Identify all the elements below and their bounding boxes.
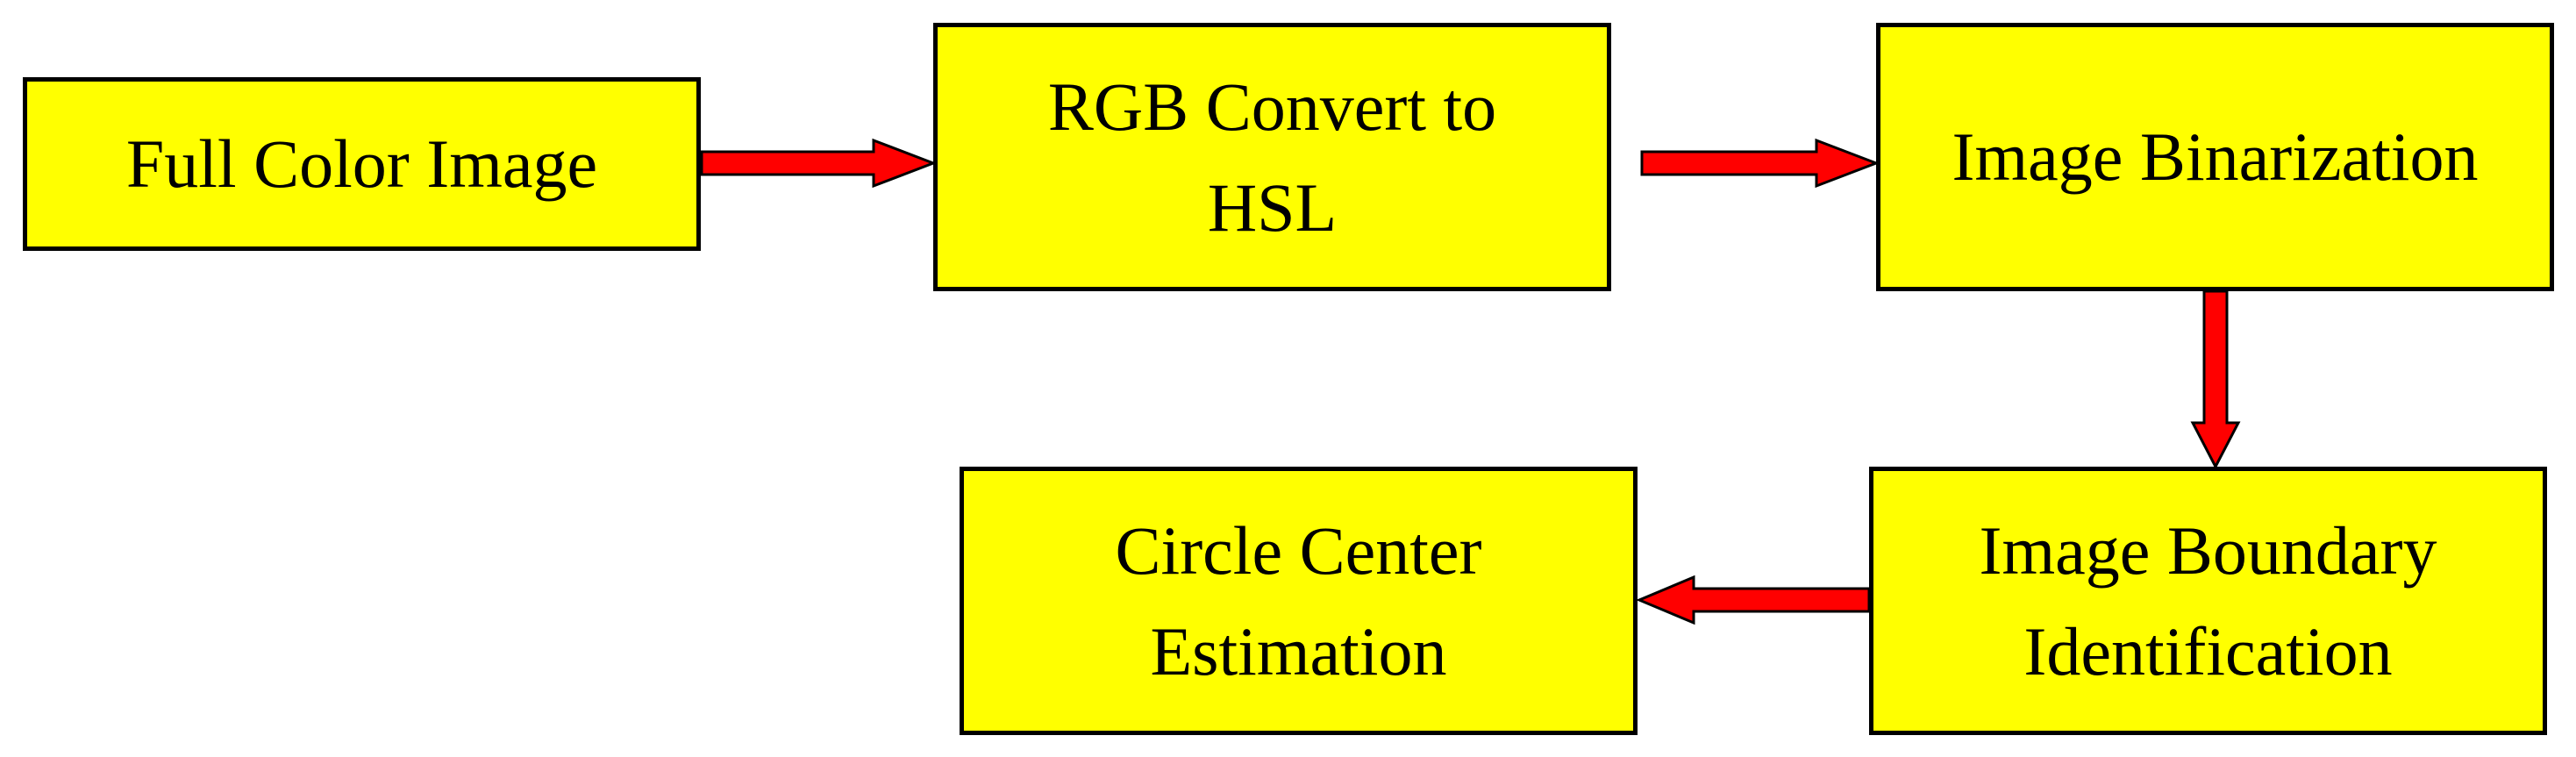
circle-center-estimation-label: Circle Center Estimation [1115,511,1482,689]
full-color-image-label: Full Color Image [125,125,598,203]
image-binarization-label: Image Binarization [1952,118,2479,196]
circle-center-estimation-box: Circle Center Estimation [960,467,1638,735]
arrow-boundary-to-circle-center [1636,575,1871,625]
arrow-binarization-to-boundary [2190,289,2241,470]
rgb-convert-to-hsl-box: RGB Convert to HSL [933,23,1611,291]
image-binarization-box: Image Binarization [1876,23,2554,291]
image-boundary-identification-box: Image Boundary Identification [1869,467,2547,735]
arrow-full-color-to-rgb-hsl [700,138,938,189]
image-boundary-identification-label: Image Boundary Identification [1979,511,2437,689]
rgb-convert-to-hsl-label: RGB Convert to HSL [1047,68,1497,246]
full-color-image-box: Full Color Image [23,77,701,251]
arrow-rgb-hsl-to-binarization [1640,138,1880,189]
